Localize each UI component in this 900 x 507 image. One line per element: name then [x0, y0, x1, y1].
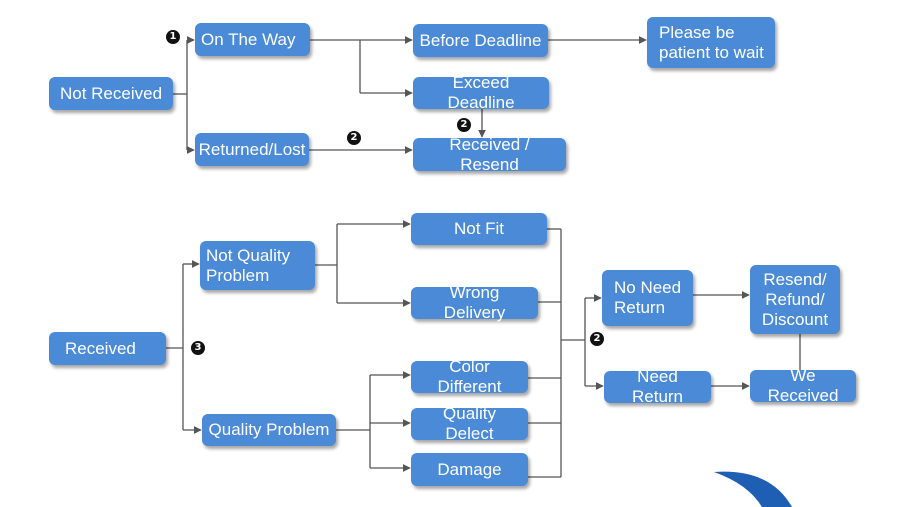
node-returned-lost: Returned/Lost	[195, 133, 309, 166]
node-damage: Damage	[411, 453, 528, 486]
badge-one: 1	[166, 30, 180, 44]
node-on-the-way: On The Way	[195, 23, 310, 56]
badge-two-top-right: 2	[457, 118, 471, 132]
badge-two-bottom: 2	[590, 332, 604, 346]
node-please-wait: Please be patient to wait	[647, 17, 775, 68]
node-quality-problem: Quality Problem	[202, 414, 336, 446]
node-not-quality-problem: Not Quality Problem	[200, 241, 315, 290]
badge-three: 3	[191, 341, 205, 355]
node-no-need-return: No Need Return	[602, 270, 693, 326]
badge-two-top-left: 2	[347, 131, 361, 145]
node-color-different: Color Different	[411, 357, 528, 396]
node-quality-delect: Quality Delect	[411, 404, 528, 443]
node-wrong-delivery: Wrong Delivery	[411, 283, 538, 322]
node-we-received: We Received	[750, 366, 856, 405]
node-not-received: Not Received	[49, 77, 173, 110]
node-not-fit: Not Fit	[411, 213, 547, 245]
node-received: Received	[49, 332, 166, 365]
node-received-resend: Received / Resend	[413, 135, 566, 174]
node-resend-refund-discount: Resend/ Refund/ Discount	[750, 265, 840, 334]
node-before-deadline: Before Deadline	[413, 24, 548, 57]
node-need-return: Need Return	[604, 367, 711, 406]
node-exceed-deadline: Exceed Deadline	[413, 73, 549, 112]
decorative-swoosh	[714, 471, 792, 507]
